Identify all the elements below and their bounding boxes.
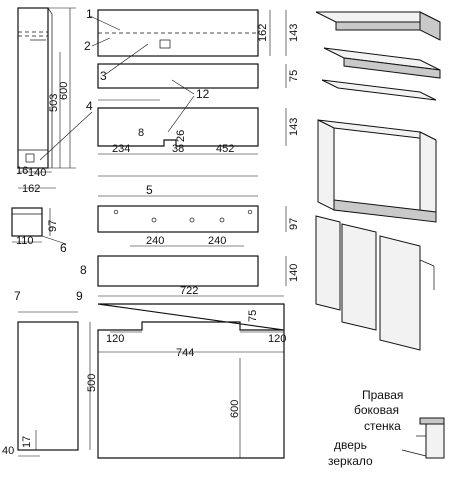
dim-110: 110 — [16, 235, 34, 247]
note-right-wall-3: стенка — [364, 419, 401, 433]
dim-26: 26 — [175, 130, 187, 142]
dim-162-side: 162 — [22, 183, 40, 195]
note-mirror: зеркало — [328, 454, 373, 468]
dim-722: 722 — [180, 285, 198, 297]
part-label-9: 9 — [76, 289, 83, 303]
part-label-5: 5 — [146, 183, 153, 197]
door-panel-view: 7 500 17 40 — [2, 289, 98, 457]
dim-38: 38 — [172, 143, 184, 155]
dim-97-a: 97 — [288, 218, 300, 230]
dim-600-main: 600 — [229, 400, 241, 418]
dim-234: 234 — [112, 143, 130, 155]
dim-500: 500 — [86, 374, 98, 392]
dim-120-b: 120 — [268, 333, 286, 345]
note-door: дверь — [334, 438, 367, 452]
dim-452: 452 — [216, 143, 234, 155]
dim-140-a: 140 — [288, 264, 300, 282]
part-label-12: 12 — [196, 87, 210, 101]
part-label-3: 3 — [100, 69, 107, 83]
part-label-2: 2 — [84, 39, 91, 53]
back-panel-5: 5 97 240 240 — [97, 175, 300, 247]
dim-240-b: 240 — [208, 235, 226, 247]
dim-97-small: 97 — [47, 220, 59, 232]
top-panel-view: 162 143 1 2 — [84, 7, 300, 57]
dim-17: 17 — [21, 436, 33, 448]
dim-503: 503 — [48, 94, 60, 112]
part-label-1: 1 — [86, 7, 93, 21]
strip-panel-8: 140 8 — [80, 255, 300, 287]
part-label-4: 4 — [86, 99, 93, 113]
dim-8: 8 — [138, 127, 144, 139]
dim-16: 16 — [16, 165, 28, 177]
part-label-6: 6 — [60, 241, 67, 255]
exploded-iso-view — [315, 11, 441, 351]
note-right-wall-1: Правая — [362, 388, 403, 402]
note-right-wall-2: боковая — [354, 403, 399, 417]
dim-75-b: 75 — [247, 310, 259, 322]
bottom-panel-9: 9 722 120 120 75 744 600 — [76, 285, 286, 459]
dim-162-top: 162 — [257, 24, 269, 42]
part-label-8: 8 — [80, 263, 87, 277]
dim-75-a: 75 — [288, 70, 300, 82]
dim-600-side: 600 — [58, 82, 70, 100]
dim-744: 744 — [176, 347, 194, 359]
hinge-detail: Правая боковая стенка дверь зеркало — [328, 388, 445, 468]
part-label-7: 7 — [14, 289, 21, 303]
shelf-panel-4: 143 4 12 8 26 234 38 452 — [39, 79, 300, 161]
dim-40: 40 — [2, 445, 14, 457]
dim-240-a: 240 — [146, 235, 164, 247]
dim-143-a: 143 — [288, 24, 300, 42]
dim-120-a: 120 — [106, 333, 124, 345]
dim-140-side: 140 — [28, 167, 46, 179]
dim-143-b: 143 — [288, 118, 300, 136]
small-block-view: 97 110 6 — [11, 207, 67, 255]
side-panel-view: 600 503 16 140 162 — [16, 7, 76, 195]
